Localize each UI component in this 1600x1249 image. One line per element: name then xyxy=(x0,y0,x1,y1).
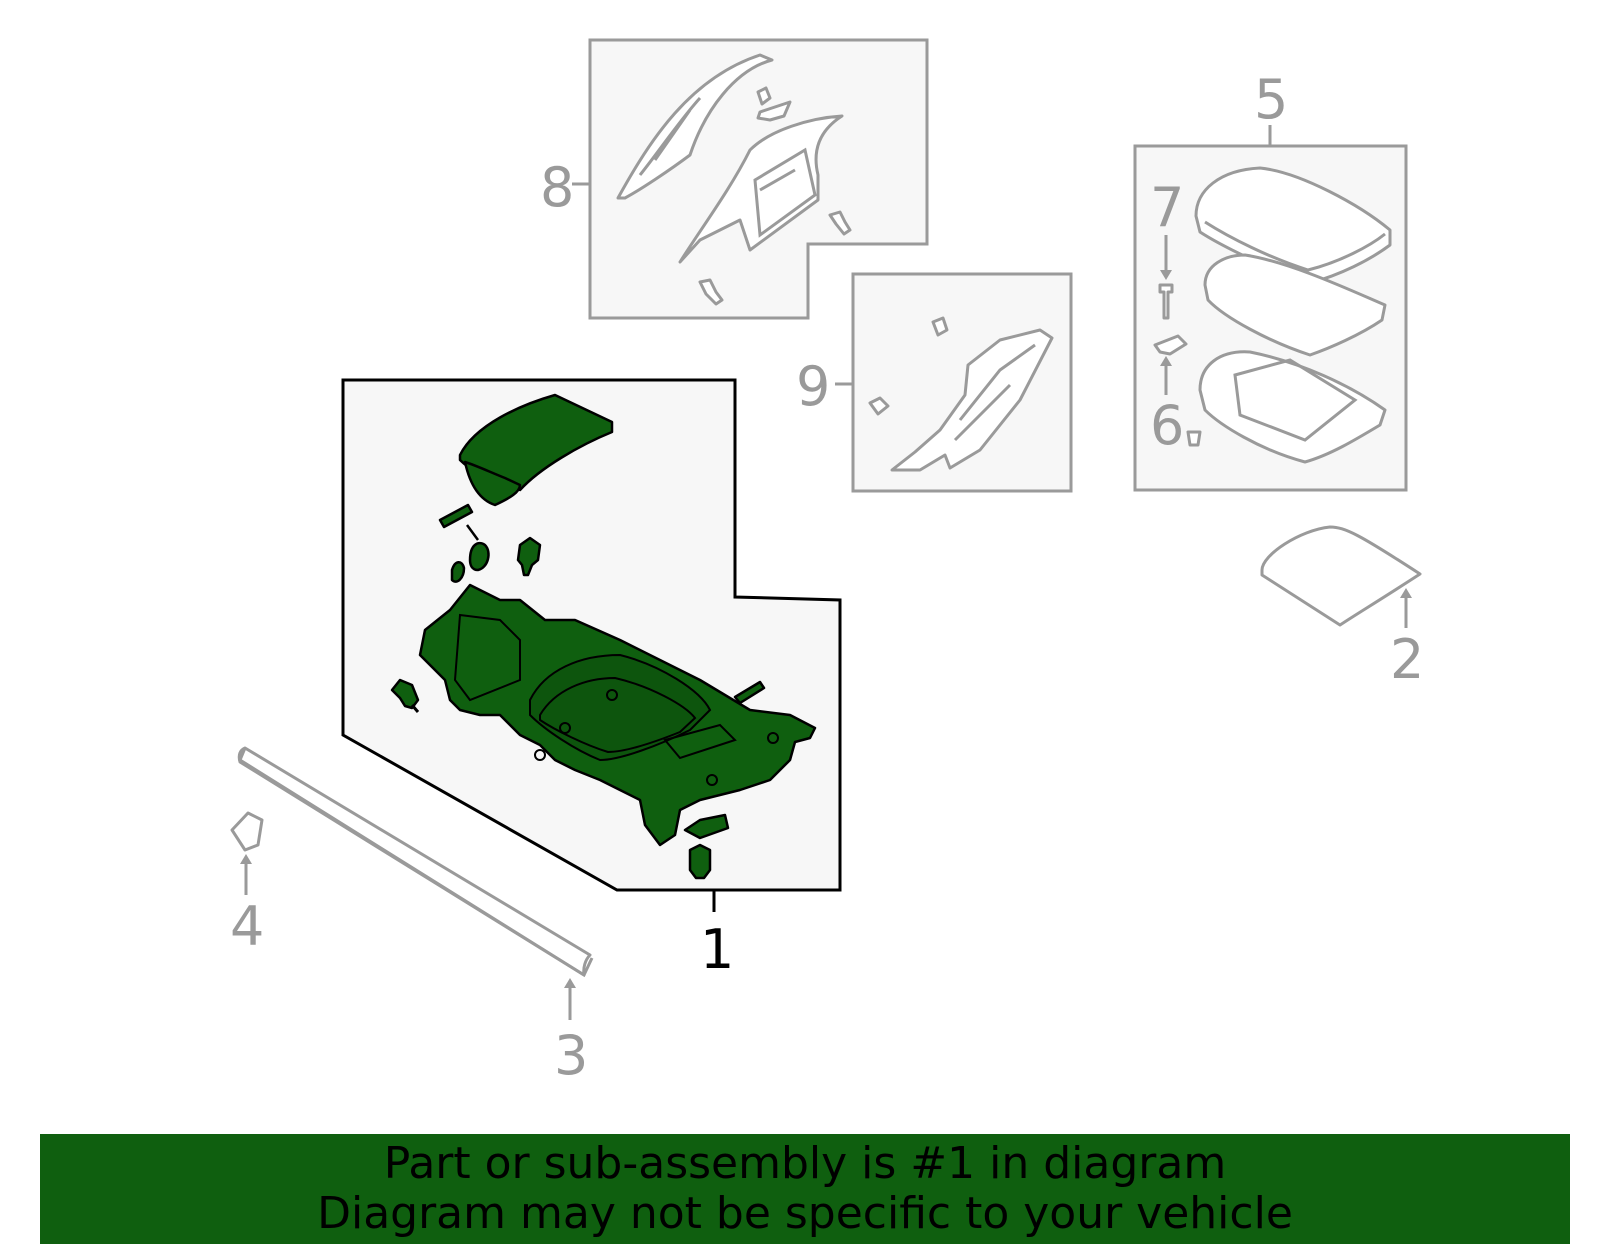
group-8-box: 8 xyxy=(540,38,929,320)
info-banner: Part or sub-assembly is #1 in diagram Di… xyxy=(40,1134,1570,1244)
group-1-box: 1 xyxy=(341,378,842,981)
part-4-clip: 4 xyxy=(230,811,264,958)
part-3-trim-strip: 3 xyxy=(237,746,594,1087)
group-5-box: 5 7 6 xyxy=(1133,68,1408,492)
group-9-box: 9 xyxy=(796,272,1073,493)
callout-5: 5 xyxy=(1254,68,1288,131)
callout-9: 9 xyxy=(796,355,830,418)
callout-4: 4 xyxy=(230,895,264,958)
callout-3: 3 xyxy=(554,1024,588,1087)
callout-1: 1 xyxy=(700,918,734,981)
banner-line-1: Part or sub-assembly is #1 in diagram xyxy=(383,1138,1227,1189)
callout-7: 7 xyxy=(1150,176,1184,239)
callout-2: 2 xyxy=(1390,628,1424,691)
part-2-mat: 2 xyxy=(1260,525,1424,691)
banner-line-2: Diagram may not be specific to your vehi… xyxy=(317,1188,1293,1239)
callout-6: 6 xyxy=(1150,394,1184,457)
callout-8: 8 xyxy=(540,156,574,219)
